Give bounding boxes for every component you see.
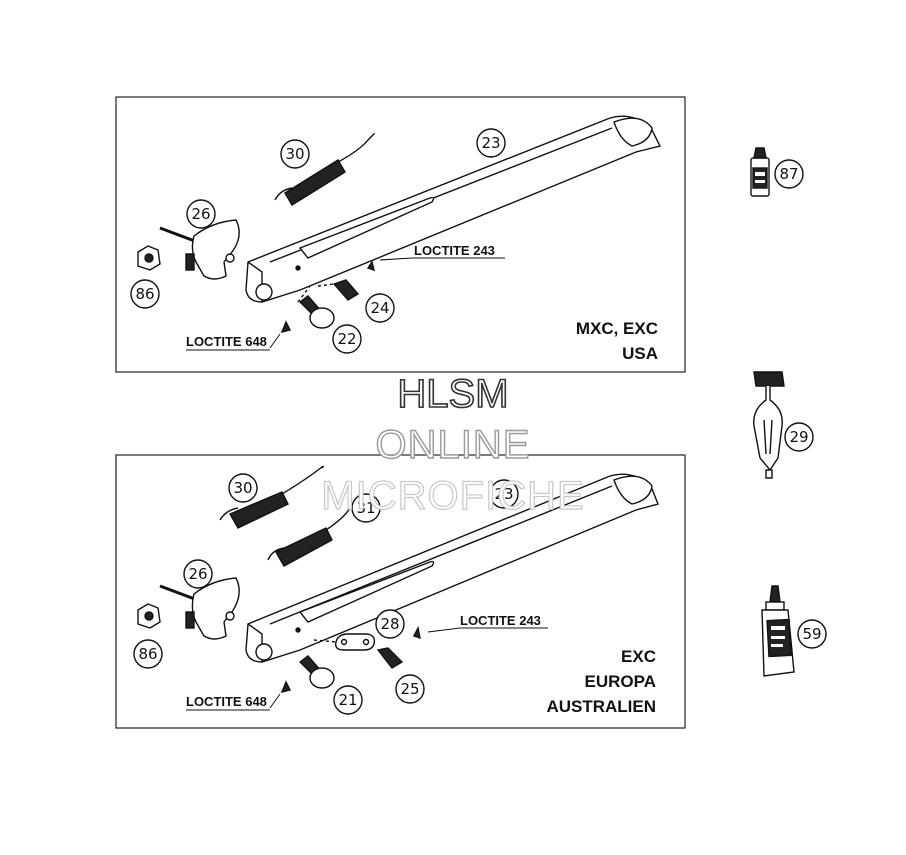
variant-top-line-2: USA xyxy=(622,344,658,363)
bracket-26-top xyxy=(159,219,240,280)
nut-86-bottom xyxy=(137,603,161,629)
kickstand-arm-bottom xyxy=(245,473,659,663)
callout-top-26: 26 xyxy=(191,205,210,223)
callout-top-23: 23 xyxy=(481,134,500,152)
callout-bottom-30: 30 xyxy=(233,479,252,497)
bolt-25-bottom xyxy=(376,647,404,669)
bushing-22-top xyxy=(280,285,335,334)
variant-bottom-line-2: EUROPA xyxy=(585,672,656,691)
label-bottom-loctite-243: LOCTITE 243 xyxy=(460,613,541,628)
callout-top-24: 24 xyxy=(370,299,389,317)
callout-top-30: 30 xyxy=(285,145,304,163)
bracket-26-bottom xyxy=(159,577,240,640)
callout-top-86: 86 xyxy=(135,285,154,303)
callout-bottom-23: 23 xyxy=(494,485,513,503)
nut-86-top xyxy=(137,245,161,271)
callout-bottom-31: 31 xyxy=(356,499,375,517)
callout-top-22: 22 xyxy=(337,330,356,348)
bushing-21-bottom xyxy=(280,655,335,694)
label-top-loctite-243: LOCTITE 243 xyxy=(414,243,495,258)
callout-bottom-28: 28 xyxy=(380,615,399,633)
kickstand-arm-top xyxy=(245,115,662,303)
callout-bottom-86: 86 xyxy=(138,645,157,663)
variant-bottom-line-1: EXC xyxy=(621,647,656,666)
callout-bottom-25: 25 xyxy=(400,680,419,698)
callout-bottom-26: 26 xyxy=(188,565,207,583)
plate-28-bottom xyxy=(313,625,421,651)
spring-31-bottom xyxy=(267,507,351,567)
tool-29 xyxy=(753,371,785,479)
variant-bottom-line-3: AUSTRALIEN xyxy=(546,697,656,716)
label-top-loctite-648: LOCTITE 648 xyxy=(186,334,267,349)
label-bottom-loctite-648: LOCTITE 648 xyxy=(186,694,267,709)
spring-30-top xyxy=(274,133,375,206)
bolt-24-top xyxy=(317,260,375,301)
variant-top-line-1: MXC, EXC xyxy=(576,319,658,338)
callout-side-59: 59 xyxy=(802,625,821,643)
bottle-87 xyxy=(750,147,770,197)
callout-side-87: 87 xyxy=(779,165,798,183)
callout-bottom-21: 21 xyxy=(338,691,357,709)
callout-side-29: 29 xyxy=(789,428,808,446)
spring-30-bottom xyxy=(219,465,325,529)
tube-59 xyxy=(761,585,795,677)
